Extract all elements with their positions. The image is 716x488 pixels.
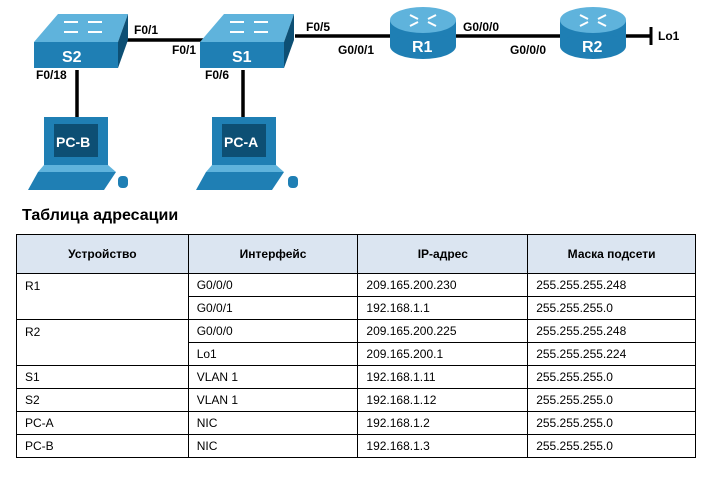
addressing-table: Устройство Интерфейс IP-адрес Маска подс…: [16, 234, 696, 458]
table-header-row: Устройство Интерфейс IP-адрес Маска подс…: [16, 234, 696, 274]
table-row: Lo1 209.165.200.1 255.255.255.224: [17, 342, 696, 366]
cell-mask: 255.255.255.0: [527, 365, 696, 389]
table-row: R1 G0/0/0 209.165.200.230 255.255.255.24…: [16, 273, 696, 320]
cell-mask: 255.255.255.224: [527, 342, 696, 366]
cell-ip: 209.165.200.230: [357, 273, 529, 297]
cell-ip: 209.165.200.1: [357, 342, 529, 366]
header-ip: IP-адрес: [357, 234, 529, 274]
port-s2-f018: F0/18: [36, 68, 67, 82]
table-title: Таблица адресации: [22, 207, 179, 224]
switch-s1: S1: [200, 14, 294, 68]
cell-interface: VLAN 1: [187, 388, 359, 412]
cell-ip: 192.168.1.11: [357, 365, 529, 389]
table-row: PC-A NIC 192.168.1.2 255.255.255.0: [16, 411, 696, 435]
port-s1-f06: F0/6: [205, 68, 229, 82]
switch-s2: S2: [34, 14, 128, 68]
port-s2-f01: F0/1: [134, 23, 158, 37]
cell-device: PC-A: [16, 411, 189, 435]
port-r1-g000: G0/0/0: [463, 20, 499, 34]
table-row: S2 VLAN 1 192.168.1.12 255.255.255.0: [16, 388, 696, 412]
table-row: S1 VLAN 1 192.168.1.11 255.255.255.0: [16, 365, 696, 389]
cell-interface: NIC: [187, 434, 359, 458]
header-interface: Интерфейс: [187, 234, 359, 274]
cell-interface: Lo1: [187, 342, 359, 366]
cell-ip: 192.168.1.12: [357, 388, 529, 412]
pc-b: PC-B: [28, 117, 128, 190]
links: [75, 34, 650, 120]
table-row: G0/0/1 192.168.1.1 255.255.255.0: [17, 296, 696, 320]
cell-device: S2: [16, 388, 189, 412]
cell-interface: G0/0/1: [187, 296, 359, 320]
label-pc-b: PC-B: [56, 134, 90, 150]
cell-interface: G0/0/0: [187, 273, 359, 297]
cell-mask: 255.255.255.248: [527, 319, 696, 343]
table-row: R2 G0/0/0 209.165.200.225 255.255.255.24…: [16, 319, 696, 366]
cell-ip: 192.168.1.2: [357, 411, 529, 435]
table-row: PC-B NIC 192.168.1.3 255.255.255.0: [16, 434, 696, 458]
cell-mask: 255.255.255.0: [527, 296, 696, 320]
header-device: Устройство: [16, 234, 189, 274]
network-topology-diagram: S2 S1 R1 R2 PC-B PC-A: [28, 7, 680, 190]
label-r2: R2: [582, 39, 603, 56]
cell-interface: VLAN 1: [187, 365, 359, 389]
port-r2-g000: G0/0/0: [510, 43, 546, 57]
cell-mask: 255.255.255.0: [527, 388, 696, 412]
port-s1-f01: F0/1: [172, 43, 196, 57]
cell-mask: 255.255.255.0: [527, 434, 696, 458]
cell-mask: 255.255.255.0: [527, 411, 696, 435]
port-r2-lo1: Lo1: [658, 29, 680, 43]
port-r1-g001: G0/0/1: [338, 43, 374, 57]
label-r1: R1: [412, 39, 433, 56]
cell-device: PC-B: [16, 434, 189, 458]
header-mask: Маска подсети: [527, 234, 696, 274]
router-r2: R2: [560, 7, 626, 59]
cell-interface: G0/0/0: [187, 319, 359, 343]
cell-device: R2: [16, 319, 189, 366]
label-s2: S2: [62, 49, 82, 66]
cell-ip: 192.168.1.3: [357, 434, 529, 458]
port-s1-f05: F0/5: [306, 20, 330, 34]
cell-mask: 255.255.255.248: [527, 273, 696, 297]
label-s1: S1: [232, 49, 252, 66]
cell-interface: NIC: [187, 411, 359, 435]
cell-device: R1: [16, 273, 189, 320]
cell-device: S1: [16, 365, 189, 389]
router-r1: R1: [390, 7, 456, 59]
cell-ip: 192.168.1.1: [357, 296, 529, 320]
label-pc-a: PC-A: [224, 134, 258, 150]
pc-a: PC-A: [196, 117, 298, 190]
cell-ip: 209.165.200.225: [357, 319, 529, 343]
